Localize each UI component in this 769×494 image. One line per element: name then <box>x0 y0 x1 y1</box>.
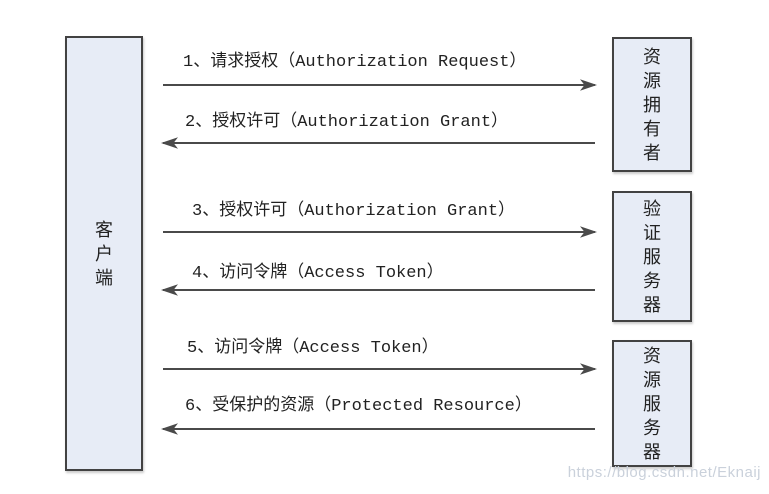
message-4-label: 4、访问令牌（Access Token） <box>192 264 444 283</box>
message-3-arrow <box>163 226 597 238</box>
message-2-arrow <box>161 137 595 149</box>
message-5-arrow <box>163 363 597 375</box>
resource-owner-label: 资源拥有者 <box>643 46 661 163</box>
resource-owner-box: 资源拥有者 <box>612 37 692 172</box>
message-5-label: 5、访问令牌（Access Token） <box>187 339 439 358</box>
message-1-label: 1、请求授权（Authorization Request） <box>183 53 527 72</box>
resource-server-label: 资源服务器 <box>643 345 661 462</box>
message-3-label: 3、授权许可（Authorization Grant） <box>192 202 516 221</box>
auth-server-label: 验证服务器 <box>643 198 661 315</box>
watermark: https://blog.csdn.net/Eknaij <box>567 464 761 481</box>
arrowhead-right-icon <box>580 226 597 238</box>
arrowhead-left-icon <box>161 137 178 149</box>
client-label: 客户端 <box>95 219 113 288</box>
arrowhead-left-icon <box>161 423 178 435</box>
message-6-label: 6、受保护的资源（Protected Resource） <box>185 397 532 416</box>
message-4-arrow <box>161 284 595 296</box>
auth-server-box: 验证服务器 <box>612 191 692 322</box>
arrowhead-right-icon <box>580 79 597 91</box>
arrowhead-left-icon <box>161 284 178 296</box>
client-box: 客户端 <box>65 36 143 471</box>
message-6-arrow <box>161 423 595 435</box>
message-2-label: 2、授权许可（Authorization Grant） <box>185 113 509 132</box>
arrowhead-right-icon <box>580 363 597 375</box>
resource-server-box: 资源服务器 <box>612 340 692 467</box>
message-1-arrow <box>163 79 597 91</box>
